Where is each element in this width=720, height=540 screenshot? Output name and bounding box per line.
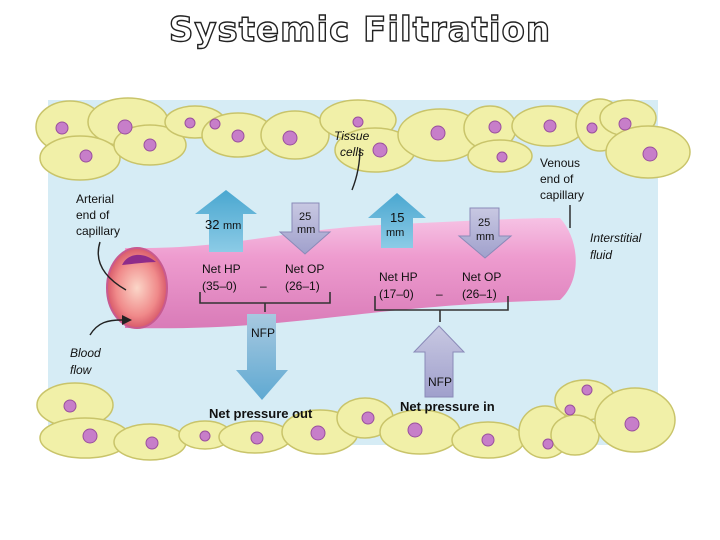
arterial-bracket (199, 292, 331, 312)
blood-flow-arrowhead (122, 315, 132, 325)
arterial-net-hp-formula: (35–0) (202, 279, 237, 293)
arterial-label-3: capillary (76, 224, 120, 238)
bottom-cell-nuclei (63, 384, 640, 450)
venous-hp-unit: mm (386, 227, 404, 239)
arterial-hp-value: 32 (205, 217, 219, 232)
venous-label-2: end of (540, 172, 574, 186)
venous-label-1: Venous (540, 156, 580, 170)
venous-net-op-label: Net OP (462, 270, 501, 284)
net-pressure-in-label: Net pressure in (400, 399, 495, 414)
venous-label-3: capillary (540, 188, 584, 202)
arterial-nfp-label: NFP (251, 326, 275, 340)
diagram-labels: Arterial end of capillary Venous end of capi… (70, 129, 642, 421)
venous-nfp-arrow (412, 325, 466, 398)
blood-flow-label-1: Blood (70, 346, 101, 360)
venous-net-hp-label: Net HP (379, 270, 418, 284)
venous-minus: – (436, 287, 443, 301)
arterial-minus: – (260, 279, 267, 293)
net-pressure-out-label: Net pressure out (209, 406, 313, 421)
venous-hp-arrow (368, 193, 426, 248)
tissue-cells-label-2: cells (340, 145, 364, 159)
venous-bracket (374, 296, 509, 322)
venous-net-hp-formula: (17–0) (379, 287, 414, 301)
arterial-hp-unit: mm (223, 220, 241, 232)
arterial-net-op-label: Net OP (285, 262, 324, 276)
arterial-op-arrow (278, 202, 332, 255)
arterial-nfp-arrow (236, 314, 288, 400)
venous-net-op-formula: (26–1) (462, 287, 497, 301)
arterial-op-value: 25 (299, 211, 311, 223)
venous-op-arrow (457, 207, 513, 259)
venous-op-value: 25 (478, 217, 490, 229)
arterial-net-op-formula: (26–1) (285, 279, 320, 293)
venous-nfp-label: NFP (428, 375, 452, 389)
arterial-net-hp-label: Net HP (202, 262, 241, 276)
pointer-lines (89, 147, 571, 336)
interstitial-label-1: Interstitial (590, 231, 642, 245)
capillary-lumen (106, 247, 168, 329)
arterial-label-2: end of (76, 208, 110, 222)
tissue-cells-label-1: Tissue (334, 129, 370, 143)
arterial-op-unit: mm (297, 224, 315, 236)
arterial-label-1: Arterial (76, 192, 114, 206)
page-title: Systemic Filtration (168, 9, 552, 50)
venous-hp-value: 15 (390, 210, 404, 225)
top-cell-nuclei (55, 116, 658, 163)
interstitial-label-2: fluid (590, 248, 612, 262)
venous-op-unit: mm (476, 231, 494, 243)
blood-flow-label-2: flow (70, 363, 93, 377)
endothelial-cell (122, 254, 156, 265)
arterial-hp-arrow (195, 190, 257, 252)
